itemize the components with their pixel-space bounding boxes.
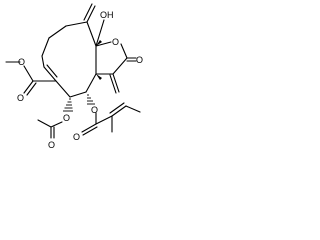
bond-c12-c11 bbox=[112, 57, 128, 75]
label-lactone-carbonyl-oxygen: O bbox=[136, 55, 143, 65]
bond-c1-c2 bbox=[65, 21, 88, 27]
bond-c1-ch2-double bbox=[83, 3, 93, 21]
bond-c8-c9 bbox=[85, 73, 97, 93]
hydroxyl-group bbox=[95, 19, 105, 47]
exo-methylene-top bbox=[83, 3, 96, 23]
bond-calpha-cbeta bbox=[111, 105, 127, 117]
chemical-structure: OH O O O O O O O O bbox=[5, 3, 143, 150]
label-butenoate-carbonyl-oxygen: O bbox=[73, 132, 80, 142]
label-butenoate-oxygen: O bbox=[91, 105, 98, 115]
label-ring-oxygen: O bbox=[112, 37, 119, 47]
bond-ester-c-o bbox=[81, 123, 97, 133]
bond-c10-ring-o bbox=[95, 41, 112, 47]
acetate-group bbox=[37, 98, 73, 139]
stereo-marks bbox=[96, 40, 102, 80]
bond-c6-c7 bbox=[55, 80, 71, 98]
bond-cbeta-methyl bbox=[125, 105, 141, 113]
hashed-bond-c7-o bbox=[63, 98, 73, 112]
label-oh: OH bbox=[100, 10, 114, 20]
label-ester-carbonyl-oxygen: O bbox=[17, 93, 24, 103]
label-acetate-oxygen: O bbox=[63, 113, 70, 123]
bond-c10-oh bbox=[95, 19, 105, 47]
wedge-h-c10 bbox=[96, 40, 102, 46]
bond-acetate-methyl bbox=[37, 119, 52, 128]
bond-ester-carbonyl bbox=[23, 80, 34, 94]
bond-c10-c1 bbox=[86, 21, 97, 47]
atom-labels: OH O O O O O O O O bbox=[17, 10, 143, 150]
bond-c4-c5 bbox=[41, 55, 45, 68]
bond-c5-c6-double bbox=[46, 64, 58, 78]
bond-c1-ch2 bbox=[86, 5, 96, 23]
lactone-ring bbox=[95, 41, 137, 75]
hashed-bond-c8-o bbox=[87, 94, 95, 105]
bond-ester-c-o-methyl bbox=[23, 65, 34, 82]
wedge-h-c9 bbox=[96, 74, 102, 80]
label-acetate-carbonyl-oxygen: O bbox=[48, 140, 55, 150]
bond-acetate-o-c bbox=[50, 121, 63, 128]
macrocycle-bonds bbox=[41, 21, 97, 98]
bond-c11-ch2 bbox=[112, 73, 120, 93]
bond-ring-o-c12 bbox=[120, 43, 128, 59]
bond-c5-c6 bbox=[43, 66, 57, 82]
methyl-ester bbox=[5, 61, 57, 96]
bond-ester-c-calpha bbox=[95, 115, 113, 125]
methylbutenoate-group bbox=[81, 94, 141, 136]
bond-c2-c3 bbox=[48, 25, 67, 39]
bond-ester-carbonyl-double bbox=[26, 82, 37, 96]
label-ester-oxygen: O bbox=[18, 57, 25, 67]
bond-ester-c-o-double bbox=[82, 126, 98, 136]
exo-methylene-lactone bbox=[109, 73, 120, 94]
bond-calpha-cbeta-double bbox=[109, 102, 125, 114]
bond-c3-c4 bbox=[41, 37, 50, 57]
bond-c7-c8 bbox=[69, 91, 87, 98]
bond-c11-ch2-double bbox=[109, 74, 117, 94]
